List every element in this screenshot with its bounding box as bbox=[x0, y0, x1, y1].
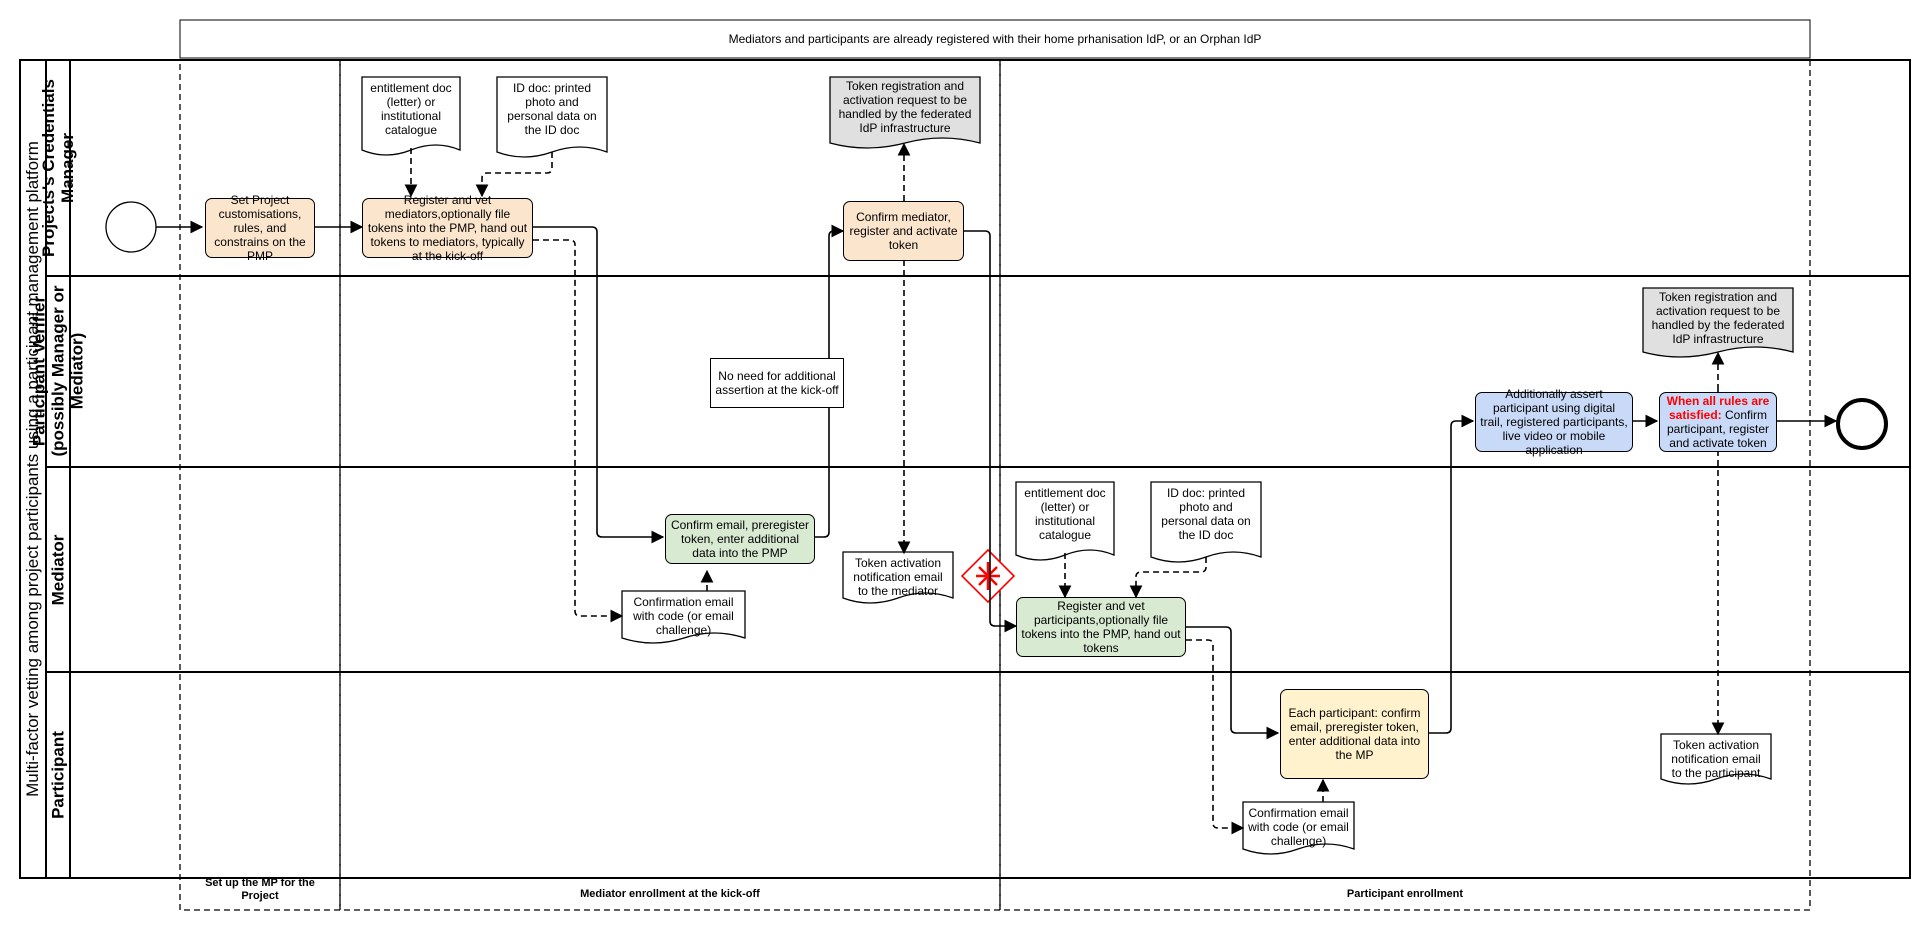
doc-activation-notification-participant: Token activation notification email to t… bbox=[1671, 738, 1761, 780]
final-confirm-action: Confirm participant, register and activa… bbox=[1666, 408, 1770, 450]
lane-title-participant-verifier: Participant Verifier (possibly Manager o… bbox=[29, 285, 87, 457]
phase-setup-frame bbox=[179, 59, 341, 911]
task-confirm-mediator: Confirm mediator, register and activate … bbox=[843, 201, 964, 261]
doc-entitlement-2: entitlement doc (letter) or institutiona… bbox=[1024, 486, 1106, 542]
sequence-flows bbox=[156, 220, 1838, 740]
complex-gateway bbox=[960, 548, 1016, 604]
final-confirm-condition: When all rules are satisfied: bbox=[1666, 394, 1770, 422]
phase-participant-frame bbox=[999, 59, 1811, 911]
phase-mediator-frame bbox=[339, 59, 1001, 911]
doc-activation-notification-mediator: Token activation notification email to t… bbox=[853, 556, 943, 598]
task-additionally-assert: Additionally assert participant using di… bbox=[1475, 387, 1633, 457]
doc-token-request-1: Token registration and activation reques… bbox=[838, 79, 972, 135]
task-register-participants: Register and vet participants,optionally… bbox=[1016, 597, 1186, 657]
doc-shapes bbox=[361, 76, 1794, 855]
phase-label-mediator-enrollment: Mediator enrollment at the kick-off bbox=[580, 888, 760, 900]
doc-id-2: ID doc: printed photo and personal data … bbox=[1161, 486, 1251, 542]
phase-label-setup: Set up the MP for the Project bbox=[205, 877, 315, 902]
task-set-project: Set Project customisations, rules, and c… bbox=[205, 193, 315, 263]
doc-confirmation-email-2: Confirmation email with code (or email c… bbox=[1248, 806, 1349, 848]
lane-title-participant: Participant bbox=[48, 731, 68, 819]
task-register-mediators: Register and vet mediators,optionally fi… bbox=[362, 193, 533, 263]
task-participant-confirm: Each participant: confirm email, preregi… bbox=[1280, 689, 1429, 779]
annotation-no-need: No need for additional assertion at the … bbox=[710, 358, 844, 408]
task-mediator-confirm-email: Confirm email, preregister token, enter … bbox=[665, 514, 815, 564]
phase-label-participant-enrollment: Participant enrollment bbox=[1346, 888, 1464, 900]
association-flows bbox=[404, 142, 1725, 835]
doc-id-1: ID doc: printed photo and personal data … bbox=[507, 81, 597, 137]
start-event bbox=[105, 201, 157, 253]
doc-confirmation-email-1: Confirmation email with code (or email c… bbox=[633, 595, 734, 637]
doc-token-request-2: Token registration and activation reques… bbox=[1651, 290, 1785, 346]
task-final-confirm: When all rules are satisfied: Confirm pa… bbox=[1659, 392, 1777, 452]
lane-title-credentials-manager: Projects's Credentials Manager bbox=[39, 79, 77, 257]
lane-title-mediator: Mediator bbox=[48, 534, 68, 606]
header-text: Mediators and participants are already r… bbox=[728, 32, 1262, 46]
doc-entitlement-1: entitlement doc (letter) or institutiona… bbox=[370, 81, 452, 137]
header-box bbox=[179, 19, 1811, 59]
end-event bbox=[1836, 398, 1888, 450]
pool-border bbox=[19, 59, 1911, 879]
